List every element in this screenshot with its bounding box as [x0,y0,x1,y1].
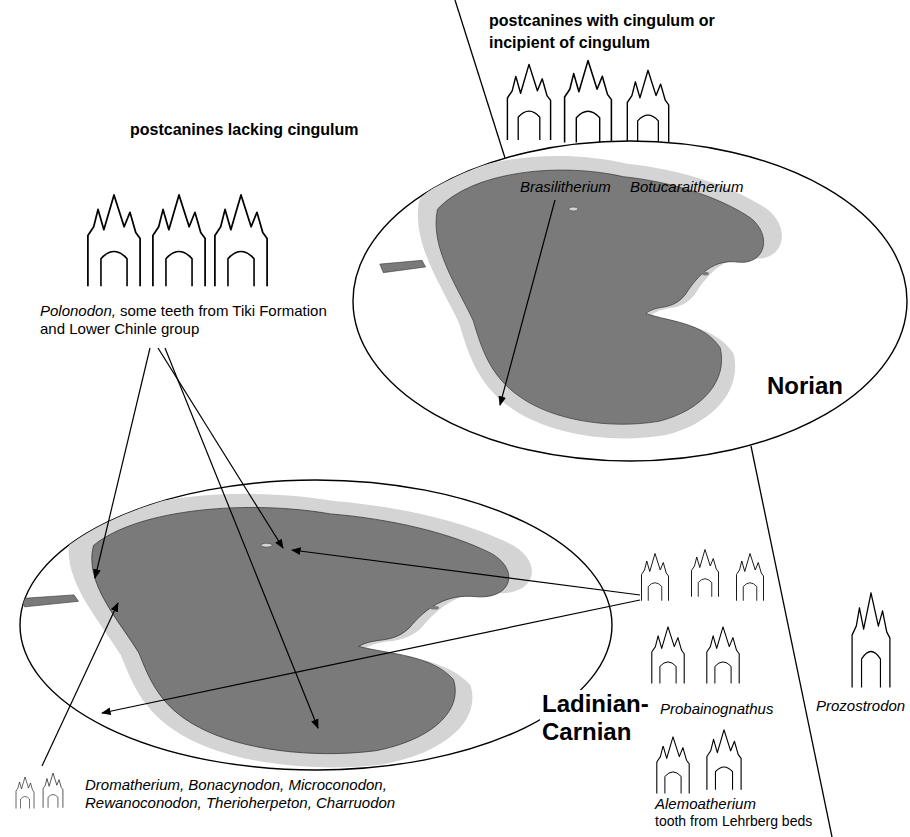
tooth-drawing [565,61,612,143]
map-outline [353,141,907,461]
group-heading: postcanines lacking cingulum [130,120,359,139]
continental-shelf [418,156,782,438]
island [569,207,578,211]
map-outline [20,480,612,770]
taxon-label: Prozostrodon [816,697,905,715]
island [20,595,78,607]
locality-note: tooth from Lehrberg beds [655,813,812,830]
tooth-drawing [652,627,684,684]
tooth-drawing [43,773,63,808]
tooth-drawing [707,627,739,684]
period-label: Ladinian-Carnian [540,690,664,746]
taxon-list: Dromatherium, Bonacynodon, Microconodon,… [85,776,405,812]
taxon-label: Alemoatherium [655,795,756,813]
tooth-drawing [852,593,890,688]
island [674,282,685,288]
island [394,616,407,622]
island [380,260,426,272]
group-heading: postcanines with cingulum or incipient o… [489,10,721,54]
tooth-drawing [507,64,550,140]
tooth-drawing [737,554,764,601]
taxon-label: Brasilitherium [520,178,611,196]
island [430,606,439,610]
tooth-drawing [153,195,205,286]
divider-line [751,446,832,837]
tooth-drawing [642,554,669,601]
landmass [436,170,764,424]
locality-note: some teeth from Tiki Formation and Lower… [40,302,340,338]
tooth-drawing [692,550,719,597]
period-label: Norian [765,372,845,400]
continental-shelf [69,494,532,768]
taxon-label: Polonodon, [40,302,116,320]
landmass [92,507,509,753]
tooth-drawing [88,195,140,286]
island [261,543,272,547]
island [702,272,709,276]
taxon-label: Probainognathus [660,700,773,718]
tooth-drawing [707,730,741,790]
tooth-drawing [16,777,34,809]
tooth-drawing [215,195,267,286]
tooth-drawing [627,70,668,142]
taxon-label: Botucaraitherium [630,178,743,196]
